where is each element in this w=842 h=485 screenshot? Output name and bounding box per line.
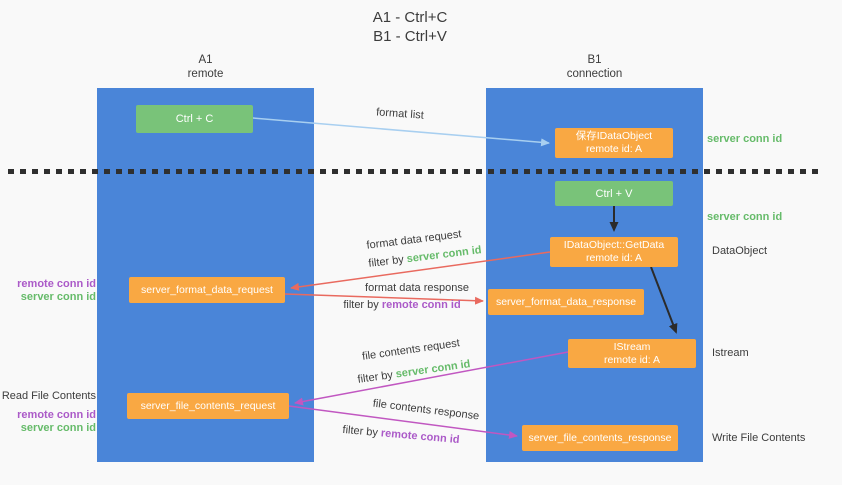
filter-by-text: filter by xyxy=(367,253,408,270)
server-format-data-response-box: server_format_data_response xyxy=(488,289,644,315)
ctrl-c-box: Ctrl + C xyxy=(136,105,253,133)
getdata-box: IDataObject::GetData remote id: A xyxy=(550,237,678,267)
file-contents-response-label: file contents response xyxy=(372,397,480,423)
server-file-contents-request-label: server_file_contents_request xyxy=(140,399,276,412)
server-conn-id-label-top: server conn id xyxy=(707,133,783,145)
dashed-separator xyxy=(8,169,823,174)
server-file-contents-request-box: server_file_contents_request xyxy=(127,393,289,419)
server-format-data-request-box: server_format_data_request xyxy=(129,277,285,303)
server-file-contents-response-box: server_file_contents_response xyxy=(522,425,678,451)
diagram-title: A1 - Ctrl+C B1 - Ctrl+V xyxy=(300,8,520,46)
ctrl-v-label: Ctrl + V xyxy=(595,187,633,200)
filter-by-remote-conn-id-label-1: filter by remote conn id xyxy=(332,299,472,311)
save-idataobject-box: 保存IDataObject remote id: A xyxy=(555,128,673,158)
save-idataobject-line1: 保存IDataObject xyxy=(575,130,653,142)
remote-conn-id-label-1: remote conn id xyxy=(17,278,96,290)
server-file-contents-response-label: server_file_contents_response xyxy=(528,431,672,444)
remote-conn-id-inline: remote conn id xyxy=(380,427,460,447)
format-data-response-label: format data response xyxy=(365,282,469,294)
write-file-contents-label: Write File Contents xyxy=(712,432,806,444)
istream-box: IStream remote id: A xyxy=(568,339,696,368)
istream-side-label: Istream xyxy=(712,347,749,359)
filter-by-remote-conn-id-label-2: filter by remote conn id xyxy=(331,423,472,447)
dataobject-label: DataObject xyxy=(712,245,768,257)
server-conn-id-label-2: server conn id xyxy=(20,422,96,434)
server-conn-id-label-mid: server conn id xyxy=(707,211,783,223)
column-a1-subtitle: remote xyxy=(187,68,224,80)
column-a1-header: A1 remote xyxy=(97,53,314,81)
server-format-data-request-label: server_format_data_request xyxy=(141,283,273,296)
format-list-label: format list xyxy=(375,106,425,122)
read-file-contents-label: Read File Contents xyxy=(1,390,96,402)
title-line-1: A1 - Ctrl+C xyxy=(372,9,448,26)
istream-line2: remote id: A xyxy=(603,353,661,366)
server-conn-id-inline: server conn id xyxy=(394,358,472,381)
server-conn-id-inline: server conn id xyxy=(406,244,483,266)
ctrl-c-label: Ctrl + C xyxy=(175,113,214,125)
remote-conn-id-label-2: remote conn id xyxy=(17,409,96,421)
remote-conn-id-inline: remote conn id xyxy=(381,299,461,311)
column-b1-header: B1 connection xyxy=(486,53,703,81)
filter-by-text: filter by xyxy=(356,368,397,386)
getdata-line1: IDataObject::GetData xyxy=(563,239,665,251)
getdata-line2: remote id: A xyxy=(585,252,643,264)
save-idataobject-line2: remote id: A xyxy=(585,143,643,155)
ctrl-v-box: Ctrl + V xyxy=(555,181,673,206)
column-b1-name: B1 xyxy=(587,54,602,66)
server-conn-id-label-1: server conn id xyxy=(20,291,96,303)
title-line-2: B1 - Ctrl+V xyxy=(373,28,447,45)
istream-line1: IStream xyxy=(613,340,651,353)
server-format-data-response-label: server_format_data_response xyxy=(495,295,637,308)
filter-by-text: filter by xyxy=(342,423,382,440)
filter-by-text: filter by xyxy=(343,299,382,311)
column-a1-name: A1 xyxy=(198,54,213,66)
column-b1-subtitle: connection xyxy=(566,68,623,80)
